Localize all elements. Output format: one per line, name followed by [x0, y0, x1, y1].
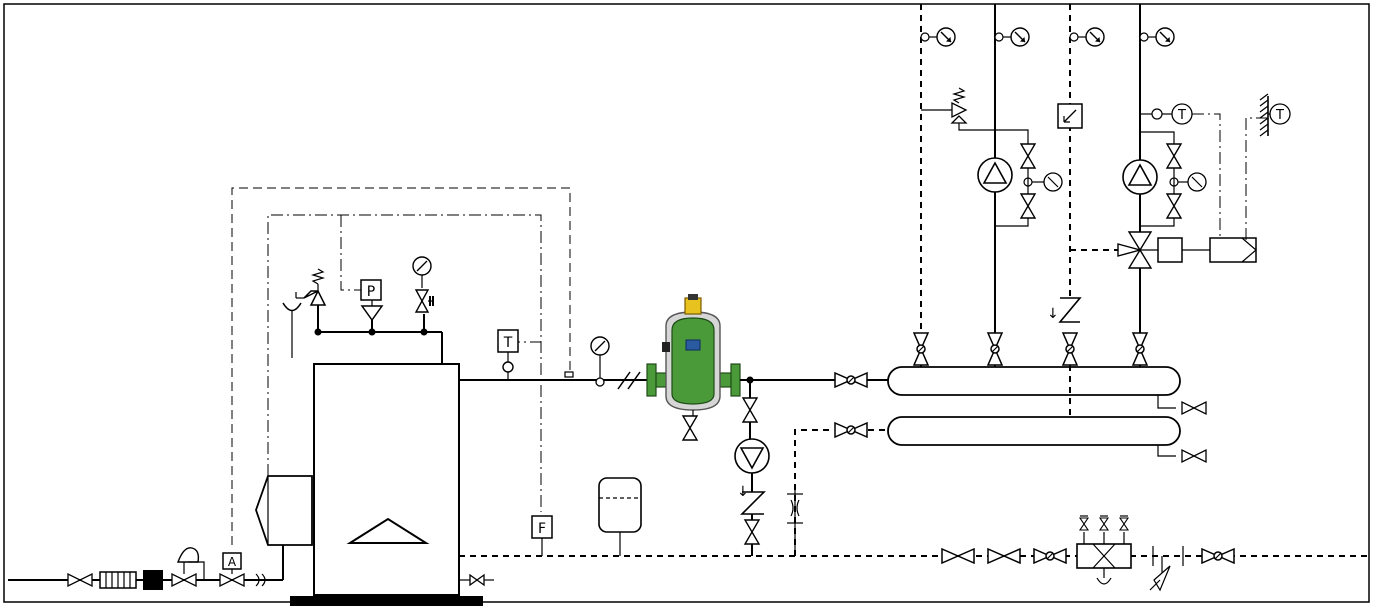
gas-regulator-icon	[176, 547, 200, 563]
return-header	[887, 416, 1181, 446]
controller-box	[1209, 237, 1257, 263]
burner-icon	[255, 475, 313, 546]
boiler-base	[290, 596, 483, 606]
dirt-separator-icon	[646, 294, 741, 441]
pressure-switch-label: P	[367, 284, 375, 300]
gauge-cock-icon	[414, 289, 430, 313]
supply-header	[887, 366, 1181, 396]
circuit-risers: ↓ T	[913, 4, 1291, 417]
supply-to-header: ↓	[734, 372, 888, 556]
safety-valve-icon	[295, 268, 327, 306]
gas-filter-icon	[143, 570, 163, 590]
return-line	[459, 422, 1369, 592]
svg-text:↓: ↓	[1047, 306, 1059, 322]
separator-badge	[685, 339, 701, 351]
drawing-frame	[3, 3, 1370, 603]
actuator-box	[1157, 237, 1183, 263]
boiler-thermostat-label: T	[503, 335, 513, 351]
expansion-vessel-icon	[598, 477, 642, 556]
signal-line-flow	[267, 214, 542, 512]
boiler-flame-symbol	[346, 517, 430, 544]
gas-valve-label: A	[228, 555, 237, 569]
svg-text:↓: ↓	[737, 484, 749, 500]
control-line-thermostat	[231, 187, 571, 545]
boiler-body	[313, 363, 460, 596]
thermostat-1-label: T	[1177, 108, 1186, 123]
flexible-hose-icon	[99, 571, 137, 589]
gas-train: A	[8, 547, 283, 590]
three-way-valve-icon	[1117, 231, 1158, 269]
thermostat-2-label: T	[1275, 108, 1284, 123]
flow-switch-label: F	[538, 521, 546, 537]
tundish-icon	[282, 302, 302, 312]
boiler-section: P T	[231, 187, 655, 606]
header-manifold-icon	[887, 366, 1207, 463]
separator-vent-cap	[684, 297, 702, 315]
